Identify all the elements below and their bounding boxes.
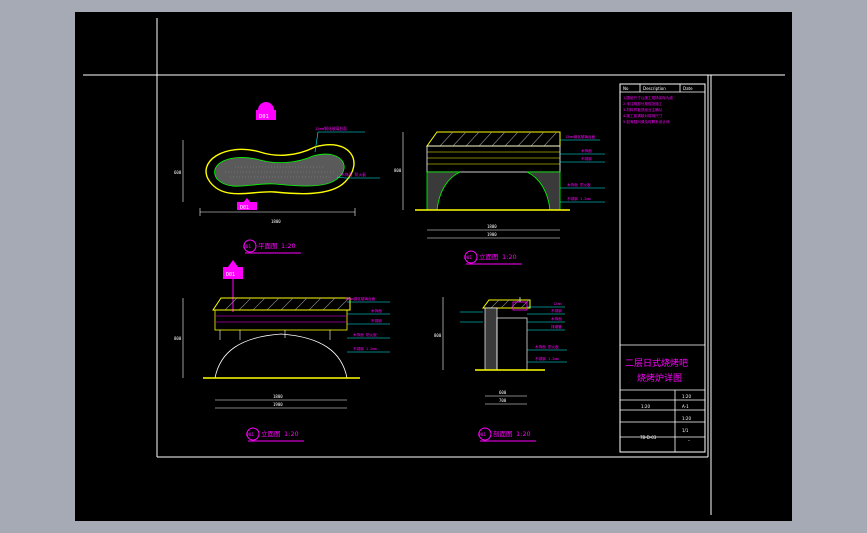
plan-section-marker-bottom: D01 [237,198,257,211]
side-label-scale: 1:20 [284,430,299,438]
section-note-c: 木饰面 [551,316,562,321]
tb-header-date: Date [683,86,693,91]
plan-label-tag: D01 [243,244,251,250]
tb-note-2: 2.未注明部分按规范施工 [623,101,663,106]
section-note-f: 不锈钢 1.2mm [535,356,559,361]
section-dim-a: 600 [499,390,507,395]
front-note-b: 木饰面 [581,148,592,153]
plan-counter-hatch [225,166,335,178]
tb-scale-right-2: 1:20 [682,416,691,421]
front-note-d: 木饰面 防火板 [567,182,591,187]
tb-note-1: 1.图纸尺寸以施工现场实际为准 [623,95,674,100]
front-dim-top: 1800 [487,224,497,229]
front-label-scale: 1:20 [502,253,517,261]
front-note-a: 12mm钢化玻璃台面 [565,134,596,139]
side-arch [214,333,348,379]
tb-ref: A-1 [682,404,689,409]
plan-counter-outline [205,144,355,195]
cad-drawing-canvas: No Description Date 1.图纸尺寸以施工现场实际为准 2.未注… [83,18,785,515]
plan-note-mid: 木饰面 防火板 [341,172,366,177]
side-label-tag: D01 [246,432,254,438]
tb-sheet-no: 7B-D-03 [640,435,657,440]
front-note-c: 不锈钢 [581,156,592,161]
tb-note-3: 3.材料样板须经业主确认 [623,107,663,112]
side-note-b: 木饰面 [371,308,382,313]
section-view[interactable]: 12mm 不锈钢 木饰面 排烟管 木饰面 防火板 不锈钢 1.2mm 600 7… [434,297,567,442]
side-note-d: 木饰面 防火板 [353,332,377,337]
side-dim-left: 800 [174,336,182,341]
plan-label-scale: 1:20 [281,242,296,250]
section-view-label: D01 剖面图 1:20 [478,427,536,442]
tb-title-line1: 二层日式烧烤吧 [625,357,688,369]
front-counter-top [426,131,561,147]
tb-title-line2: 烧烤炉详图 [637,372,682,384]
section-label-tag: D01 [478,432,486,438]
side-note-a: 12mm钢化玻璃台面 [345,296,376,301]
section-note-e: 木饰面 防火板 [535,344,559,349]
plan-marker-tag-top: D01 [259,114,269,120]
tb-scale-right: 1:20 [682,394,691,399]
plan-note-top: 12mm钢化玻璃台面 [315,126,347,131]
side-dim-b: 1900 [273,402,283,407]
tb-note-4: 4.施工前请核对现场尺寸 [623,113,663,118]
section-dim-b: 700 [499,398,507,403]
tb-page: 1/1 [682,428,689,433]
plan-marker-tag-bottom: D01 [240,205,249,211]
front-upper-band [426,145,561,173]
side-note-c: 不锈钢 [371,318,382,323]
tb-scale-left: 1:20 [641,404,650,409]
side-counter-top [212,297,351,311]
side-view-label: D01 立面图 1:20 [246,427,304,442]
plan-counter-inner [214,153,345,187]
section-body-left [484,307,498,371]
plan-dim-left: 600 [174,170,182,175]
title-block: No Description Date 1.图纸尺寸以施工现场实际为准 2.未注… [619,83,706,453]
plan-view[interactable]: D01 D01 12mm钢化玻璃台面 木饰面 防火板 1800 600 D01 … [174,102,380,254]
section-grill [512,301,528,311]
side-upper-band [214,309,348,331]
side-dim-a: 1800 [273,394,283,399]
section-cavity [496,317,528,371]
section-note-a: 12mm [553,302,562,306]
front-view-label: D01 立面图 1:20 [464,250,522,265]
tb-note-5: 5.如有疑问请及时联系设计师 [623,119,670,124]
tb-header-no: No [623,86,629,91]
side-note-e: 不锈钢 1.2mm [353,346,377,351]
plan-section-marker-top: D01 [256,102,276,120]
plan-dim-bottom: 1800 [271,219,281,224]
section-label-scale: 1:20 [516,430,531,438]
front-note-e: 不锈钢 1.2mm [567,196,591,201]
front-leg-right [526,171,561,211]
cad-viewport[interactable]: No Description Date 1.图纸尺寸以施工现场实际为准 2.未注… [75,12,792,521]
section-note-b: 不锈钢 [551,308,562,313]
plan-label-text: 平面图 [258,242,278,250]
section-dim-left: 800 [434,333,442,338]
section-note-d: 排烟管 [551,324,562,329]
front-label-tag: D01 [464,255,472,261]
front-label-text: 立面图 [479,252,499,261]
front-dim-bottom: 1900 [487,232,497,237]
front-leg-left [426,171,461,211]
sheet-border [83,18,785,515]
side-elevation-view[interactable]: D01 12mm钢化玻璃台面 木饰面 不锈钢 木饰面 防火板 不锈钢 1.2mm… [174,260,390,442]
section-counter-top [482,299,531,309]
side-label-text: 立面图 [261,429,281,438]
front-dim-left: 800 [394,168,402,173]
side-marker-tag: D01 [226,272,235,278]
section-label-text: 剖面图 [493,429,513,438]
side-section-marker: D01 [223,260,243,312]
tb-header-description: Description [643,86,666,91]
tb-dash: - [688,438,690,444]
front-elevation-view[interactable]: 12mm钢化玻璃台面 木饰面 不锈钢 木饰面 防火板 不锈钢 1.2mm 180… [394,131,605,265]
plan-view-label: D01 平面图 1:20 [243,239,301,254]
